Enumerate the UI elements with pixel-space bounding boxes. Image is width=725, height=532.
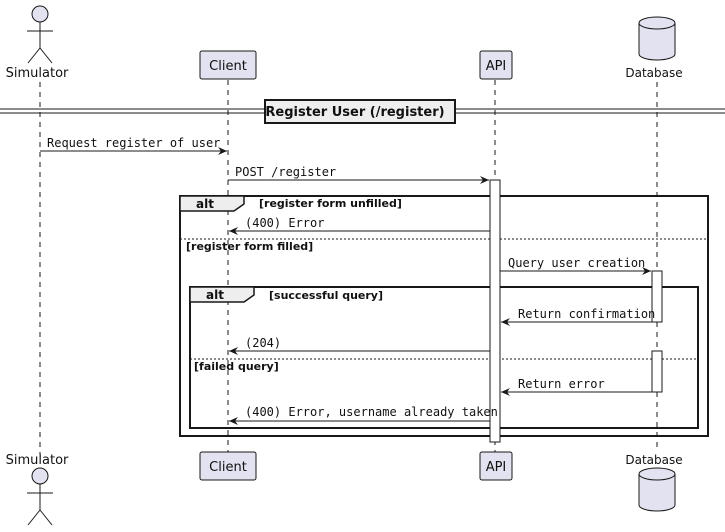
divider-title: Register User (/register) [265, 105, 444, 120]
message-400-username-taken: (400) Error, username already taken [245, 405, 498, 419]
message-204: (204) [245, 336, 281, 350]
database-icon-bottom [638, 467, 676, 512]
outer-guard-1: [register form unfilled] [259, 197, 402, 210]
message-return-confirmation: Return confirmation [518, 307, 655, 321]
actor-leg-left [27, 47, 41, 64]
database-icon-top [638, 16, 676, 61]
api-box-bottom [479, 451, 513, 481]
message-arrows [40, 147, 652, 425]
actor-leg-right [39, 47, 53, 64]
api-activation [489, 179, 501, 443]
database-label-bottom: Database [625, 453, 682, 467]
actor-leg-right [39, 509, 53, 526]
outer-alt-keyword: alt [196, 197, 214, 211]
client-box-bottom [199, 451, 257, 481]
message-query-user-creation: Query user creation [508, 256, 645, 270]
divider-title-box [264, 99, 456, 124]
client-label-top: Client [209, 59, 247, 74]
api-box-top [479, 50, 513, 80]
database-activation-1 [651, 270, 663, 323]
api-label-bottom: API [486, 460, 507, 475]
simulator-label-bottom: Simulator [6, 453, 69, 468]
message-400-error: (400) Error [245, 216, 324, 230]
outer-alt-fragment [179, 195, 709, 437]
simulator-label-top: Simulator [6, 66, 69, 81]
actor-leg-left [27, 509, 41, 526]
message-post-register: POST /register [235, 165, 336, 179]
message-request-register: Request register of user [47, 136, 220, 150]
inner-alt-keyword: alt [206, 288, 224, 302]
database-label-top: Database [625, 66, 682, 80]
api-label-top: API [486, 59, 507, 74]
inner-guard-2: [failed query] [194, 360, 279, 373]
client-label-bottom: Client [209, 460, 247, 475]
inner-alt-fragment [189, 286, 699, 429]
database-activation-2 [651, 350, 663, 393]
actor-head [31, 467, 49, 485]
message-return-error: Return error [518, 377, 605, 391]
actor-head [31, 5, 49, 23]
participant-simulator-top [27, 5, 53, 64]
client-box-top [199, 50, 257, 80]
participant-simulator-bottom [27, 467, 53, 526]
divider: Register User (/register) [0, 99, 725, 124]
inner-guard-1: [successful query] [269, 289, 383, 302]
outer-guard-2: [register form filled] [186, 240, 313, 253]
